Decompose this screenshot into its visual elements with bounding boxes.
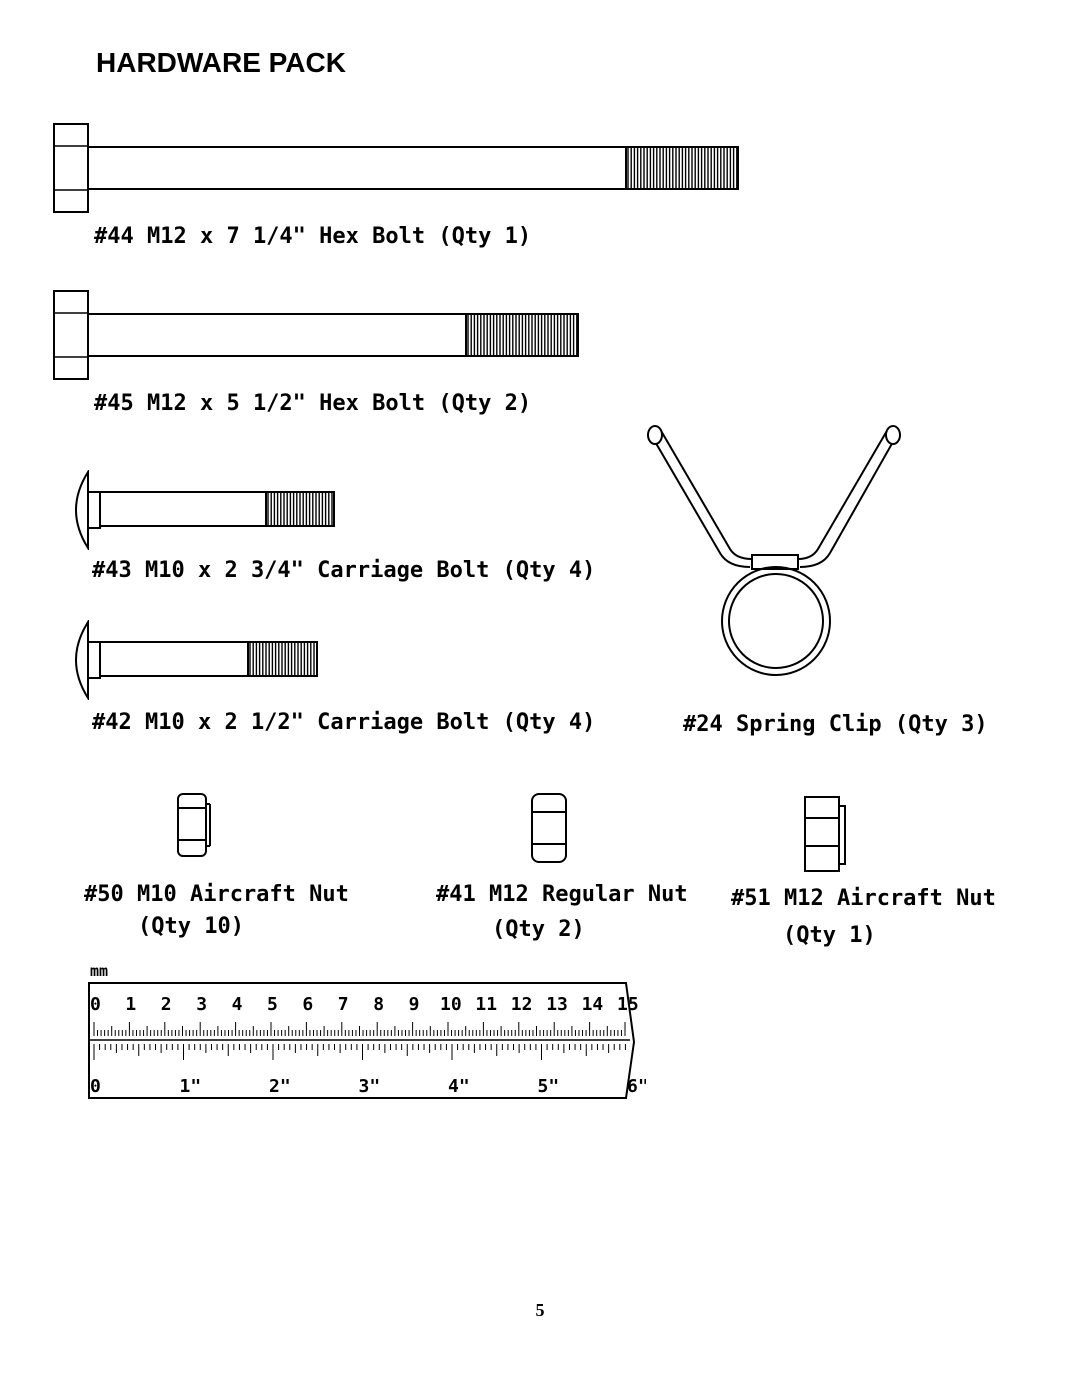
- carriage-bolt-42-drawing: [68, 620, 323, 700]
- ruler-cm-label: 3: [196, 994, 207, 1015]
- ruler-cm-label: 5: [267, 994, 278, 1015]
- ruler-cm-label: 2: [161, 994, 172, 1015]
- spring-clip-24-label: #24 Spring Clip (Qty 3): [683, 712, 988, 737]
- ruler-cm-label: 9: [409, 994, 420, 1015]
- ruler-cm-label: 13: [546, 994, 568, 1015]
- ruler-cm-label: 14: [582, 994, 604, 1015]
- ruler-cm-label: 7: [338, 994, 349, 1015]
- page-title: HARDWARE PACK: [96, 47, 346, 78]
- ruler-cm-label: 6: [302, 994, 313, 1015]
- ruler-cm-label: 1: [125, 994, 136, 1015]
- hex-bolt-44-label: #44 M12 x 7 1/4" Hex Bolt (Qty 1): [94, 224, 532, 249]
- ruler-inch-label: 3": [359, 1076, 381, 1097]
- ruler-cm-label: 11: [475, 994, 497, 1015]
- regular-nut-41-drawing: [528, 790, 572, 866]
- aircraft-nut-50-qty: (Qty 10): [138, 914, 244, 939]
- hex-bolt-44-drawing: [52, 122, 742, 217]
- ruler-cm-label: 8: [373, 994, 384, 1015]
- hex-bolt-45-drawing: [52, 289, 592, 384]
- aircraft-nut-50-drawing: [174, 790, 214, 860]
- carriage-bolt-43-label: #43 M10 x 2 3/4" Carriage Bolt (Qty 4): [92, 558, 596, 583]
- hex-bolt-45-label: #45 M12 x 5 1/2" Hex Bolt (Qty 2): [94, 391, 532, 416]
- regular-nut-41-qty: (Qty 2): [492, 917, 585, 942]
- ruler-inch-label: 0: [90, 1076, 101, 1097]
- regular-nut-41-label: #41 M12 Regular Nut: [436, 882, 688, 907]
- aircraft-nut-51-label: #51 M12 Aircraft Nut: [731, 886, 996, 911]
- ruler-cm-label: 10: [440, 994, 462, 1015]
- spring-clip-24-drawing: [640, 425, 910, 685]
- ruler-cm-label: 0: [90, 994, 101, 1015]
- ruler-inch-label: 6": [627, 1076, 646, 1097]
- ruler-cm-label: 12: [511, 994, 533, 1015]
- ruler-cm-label: 15: [617, 994, 639, 1015]
- ruler-inch-label: 4": [448, 1076, 470, 1097]
- carriage-bolt-43-drawing: [68, 470, 343, 550]
- aircraft-nut-51-qty: (Qty 1): [783, 923, 876, 948]
- aircraft-nut-50-label: #50 M10 Aircraft Nut: [84, 882, 349, 907]
- carriage-bolt-42-label: #42 M10 x 2 1/2" Carriage Bolt (Qty 4): [92, 710, 596, 735]
- ruler-unit-label: mm: [90, 962, 109, 980]
- ruler-inch-label: 1": [180, 1076, 202, 1097]
- ruler-inch-label: 5": [538, 1076, 560, 1097]
- page-number: 5: [535, 1300, 545, 1320]
- ruler-inch-label: 2": [269, 1076, 291, 1097]
- ruler-cm-label: 4: [232, 994, 243, 1015]
- aircraft-nut-51-drawing: [802, 794, 850, 874]
